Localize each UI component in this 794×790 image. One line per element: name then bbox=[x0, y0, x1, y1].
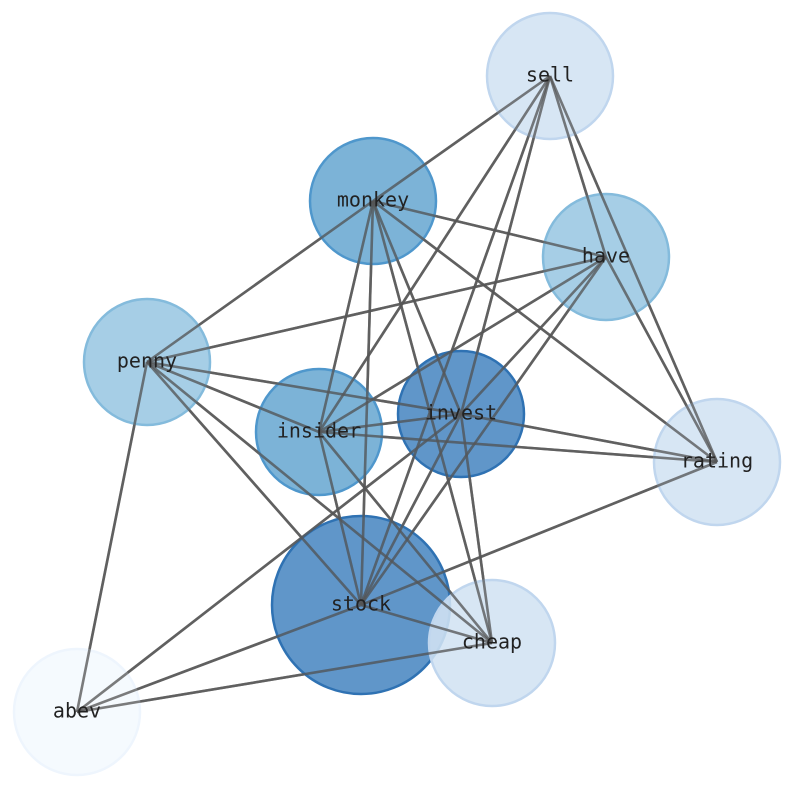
edge-overlay-insider-cheap bbox=[317, 431, 494, 644]
edge-overlay-have-penny bbox=[146, 255, 607, 364]
edge-overlay-sell-invest bbox=[459, 75, 552, 415]
edge-overlay-monkey-have bbox=[372, 199, 607, 259]
edge-overlay-penny-invest bbox=[146, 360, 462, 416]
edge-overlay-have-stock bbox=[359, 256, 608, 606]
edge-overlay-rating-stock bbox=[360, 460, 718, 607]
edge-overlay-invest-cheap bbox=[459, 413, 494, 644]
edge-overlay-penny-insider bbox=[146, 360, 320, 434]
node-label-abev: abev bbox=[53, 699, 101, 723]
node-label-insider: insider bbox=[277, 419, 361, 443]
node-label-invest: invest bbox=[425, 401, 497, 425]
edge-overlay-invest-abev bbox=[76, 412, 462, 714]
edge-overlay-monkey-cheap bbox=[371, 200, 494, 644]
node-layer: sell monkey have penny insider invest rating st… bbox=[12, 11, 782, 777]
edge-overlay-have-insider bbox=[318, 255, 607, 434]
edge-overlay-monkey-invest bbox=[371, 200, 463, 415]
node-label-have: have bbox=[582, 244, 630, 268]
edge-overlay-penny-stock bbox=[146, 361, 362, 606]
edge-overlay-sell-insider bbox=[317, 75, 552, 433]
node-label-monkey: monkey bbox=[337, 188, 409, 212]
node-label-rating: rating bbox=[681, 449, 753, 473]
edge-overlay-insider-rating bbox=[318, 430, 718, 464]
edge-overlay-penny-cheap bbox=[146, 360, 493, 645]
edge-overlay-invest-stock bbox=[359, 413, 463, 606]
edge-overlay-insider-stock bbox=[317, 431, 363, 606]
node-label-cheap: cheap bbox=[462, 630, 522, 654]
edge-overlay-penny-abev bbox=[75, 361, 149, 713]
edge-overlay-stock-cheap bbox=[360, 603, 493, 645]
edge-overlay-sell-monkey bbox=[372, 74, 551, 203]
edge-overlay-cheap-abev bbox=[76, 641, 493, 714]
edge-overlay-stock-abev bbox=[76, 603, 362, 714]
edge-overlay-sell-have bbox=[548, 75, 608, 258]
edge-overlay-have-rating bbox=[604, 256, 719, 463]
node-label-penny: penny bbox=[117, 349, 177, 373]
edge-overlay-sell-stock bbox=[359, 75, 552, 606]
node-label-stock: stock bbox=[331, 592, 391, 616]
edge-overlay-insider-invest bbox=[318, 412, 462, 434]
node-label-sell: sell bbox=[526, 63, 574, 87]
edge-overlay-monkey-penny bbox=[146, 199, 374, 364]
edge-overlay-have-invest bbox=[460, 256, 607, 415]
edge-overlay-sell-rating bbox=[548, 75, 719, 463]
edge-overlay-monkey-rating bbox=[372, 199, 718, 464]
edge-overlay-invest-rating bbox=[460, 412, 718, 464]
